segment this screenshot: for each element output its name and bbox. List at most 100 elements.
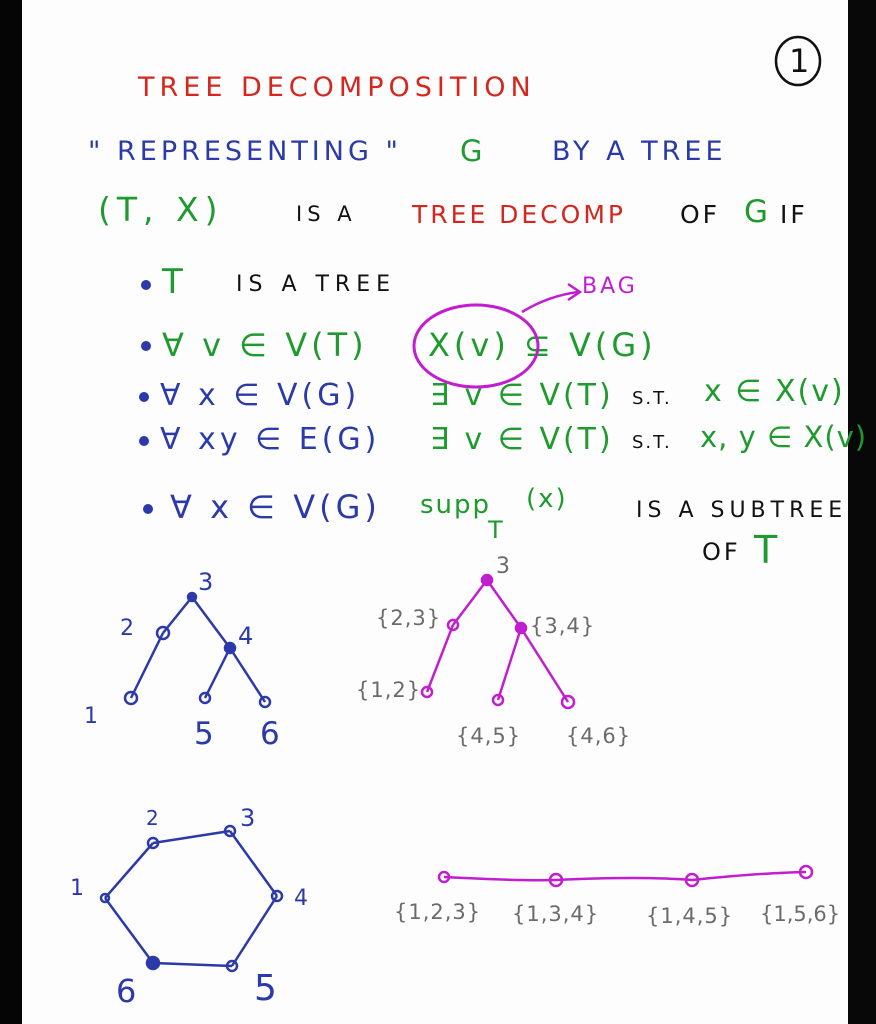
example-1-graph-tree <box>123 591 272 709</box>
definition-g: G <box>744 194 771 230</box>
intro-by-a-tree: BY A TREE <box>552 136 727 167</box>
cycle-node <box>145 955 161 971</box>
cycle-edge <box>230 895 279 967</box>
decomp-node <box>480 573 494 587</box>
path-edge <box>443 870 807 882</box>
ex2-bag-145: {1,4,5} <box>646 904 734 928</box>
ex1-graph-label-4: 4 <box>238 622 256 650</box>
condition-1-t: T <box>162 262 185 302</box>
tree-node <box>186 591 198 603</box>
tree-node <box>155 625 171 641</box>
decomp-edge <box>485 579 523 629</box>
cycle-node <box>225 959 239 973</box>
ex2-graph-label-4: 4 <box>294 886 310 911</box>
bag-circle <box>412 303 540 389</box>
ex2-graph-label-3: 3 <box>240 804 258 832</box>
decomp-node <box>491 693 505 707</box>
condition-3-st: S.T. <box>632 388 672 409</box>
ex1-graph-label-2: 2 <box>120 616 136 641</box>
notes-page <box>22 0 848 1024</box>
ex1-graph-label-3: 3 <box>198 568 216 596</box>
bullet-dot <box>141 280 151 290</box>
ex2-graph-label-6: 6 <box>116 972 139 1010</box>
tree-node <box>223 641 237 655</box>
intro-g: G <box>460 134 485 168</box>
ex2-bag-123: {1,2,3} <box>394 900 482 924</box>
example-2-path-decomposition <box>437 864 814 888</box>
tree-node <box>123 690 139 706</box>
cycle-edge <box>152 829 231 845</box>
bullet-dot <box>139 436 149 446</box>
tree-node <box>258 695 272 709</box>
example-2-graph-cycle <box>99 824 284 973</box>
bag-arrow <box>521 290 579 314</box>
cycle-node <box>223 824 237 838</box>
page-title: TREE DECOMPOSITION <box>138 72 536 103</box>
condition-3-left: ∀ x ∈ V(G) <box>160 378 361 413</box>
tree-node <box>198 691 212 705</box>
cycle-edge <box>104 842 154 899</box>
decomp-node <box>446 618 460 632</box>
definition-tree-decomp: TREE DECOMP <box>412 200 627 229</box>
path-node <box>437 870 451 884</box>
path-node <box>684 872 700 888</box>
condition-3-mid: ∃ v ∈ V(T) <box>430 378 614 413</box>
definition-pair: (T, X) <box>98 190 224 229</box>
ex1-graph-label-6: 6 <box>260 716 282 752</box>
condition-5-of: OF <box>702 538 741 566</box>
condition-5-left: ∀ x ∈ V(G) <box>170 488 381 526</box>
ex1-bag-label-34: {3,4} <box>530 614 596 638</box>
tree-edge <box>129 632 165 699</box>
ex2-graph-label-1: 1 <box>70 876 86 901</box>
path-node <box>798 864 814 880</box>
tree-edge <box>162 596 193 634</box>
ex1-graph-label-5: 5 <box>194 716 216 752</box>
condition-3-right: x ∈ X(v) <box>704 374 845 409</box>
cycle-node <box>146 836 160 850</box>
cycle-edge <box>152 961 233 968</box>
cycle-node <box>99 892 111 904</box>
bag-label: BAG <box>582 274 638 299</box>
ex2-graph-label-2: 2 <box>146 806 161 830</box>
cycle-edge <box>103 897 155 964</box>
condition-5-supp: supp <box>420 490 492 520</box>
condition-4-right: x, y ∈ X(v) <box>700 420 868 454</box>
example-1-decomposition-tree <box>420 573 576 710</box>
ex2-graph-label-5: 5 <box>254 968 279 1009</box>
decomp-node <box>560 694 576 710</box>
intro-quote: " REPRESENTING " <box>88 136 402 167</box>
cycle-edge <box>228 830 279 897</box>
decomp-node <box>420 685 434 699</box>
bullet-dot <box>141 341 151 351</box>
ex1-bag-label-46: {4,6} <box>566 724 632 748</box>
condition-5-arg: (x) <box>526 484 568 514</box>
condition-2-mid: X(v) ⊆ V(G) <box>428 326 657 364</box>
decomp-edge <box>425 624 455 693</box>
definition-of: OF <box>680 200 721 229</box>
ex1-graph-label-1: 1 <box>84 704 100 729</box>
ex1-bag-label-45: {4,5} <box>456 724 522 748</box>
condition-5-sub: T <box>488 516 505 544</box>
ex2-bag-134: {1,3,4} <box>512 902 600 926</box>
bag-arrowhead <box>567 282 583 302</box>
ex2-bag-156: {1,5,6} <box>760 902 841 926</box>
bullet-dot <box>139 392 149 402</box>
ex1-bag-label-root: 3 <box>496 554 512 579</box>
definition-is-a: IS A <box>296 202 357 226</box>
condition-4-mid: ∃ v ∈ V(T) <box>430 422 614 457</box>
right-frame-border <box>848 0 876 1024</box>
tree-edge <box>228 647 267 703</box>
decomp-edge <box>496 627 523 701</box>
decomp-edge <box>452 579 488 626</box>
tree-edge <box>190 596 232 649</box>
condition-5-right: IS A SUBTREE <box>636 498 848 523</box>
decomp-edge <box>519 627 570 703</box>
definition-if: IF <box>780 200 808 229</box>
decomp-node <box>514 621 528 635</box>
left-frame-border <box>0 0 22 1024</box>
